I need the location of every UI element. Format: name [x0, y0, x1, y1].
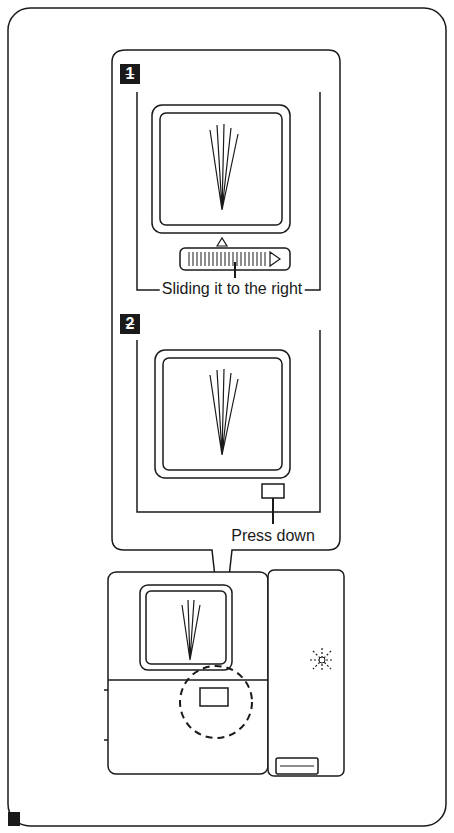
- release-button: [262, 484, 284, 498]
- corner-tab: [8, 812, 20, 826]
- callout-balloon: [112, 50, 340, 640]
- outer-frame: [8, 8, 446, 826]
- dispenser-window: [160, 113, 282, 225]
- dispenser-window: [155, 350, 290, 478]
- instruction-label: Press down: [229, 527, 317, 545]
- latch: [276, 758, 318, 774]
- indicator-icon: [310, 648, 334, 672]
- leader-line: [234, 262, 236, 278]
- panel-frame: [137, 330, 320, 512]
- detergent-compartment: [108, 572, 268, 774]
- panel-frame: [137, 92, 320, 290]
- dispenser-window: [152, 105, 290, 233]
- dispenser-window: [140, 585, 232, 670]
- instruction-label: Sliding it to the right: [160, 280, 305, 298]
- rinse-aid-compartment: [268, 570, 344, 776]
- callout-number: 1: [120, 64, 140, 84]
- release-button: [200, 688, 228, 706]
- callout-number: 2: [120, 314, 140, 334]
- arrow-marker: [217, 238, 227, 246]
- leader-line: [272, 498, 274, 524]
- dispenser-window: [163, 358, 282, 470]
- highlight-circle: [180, 666, 252, 738]
